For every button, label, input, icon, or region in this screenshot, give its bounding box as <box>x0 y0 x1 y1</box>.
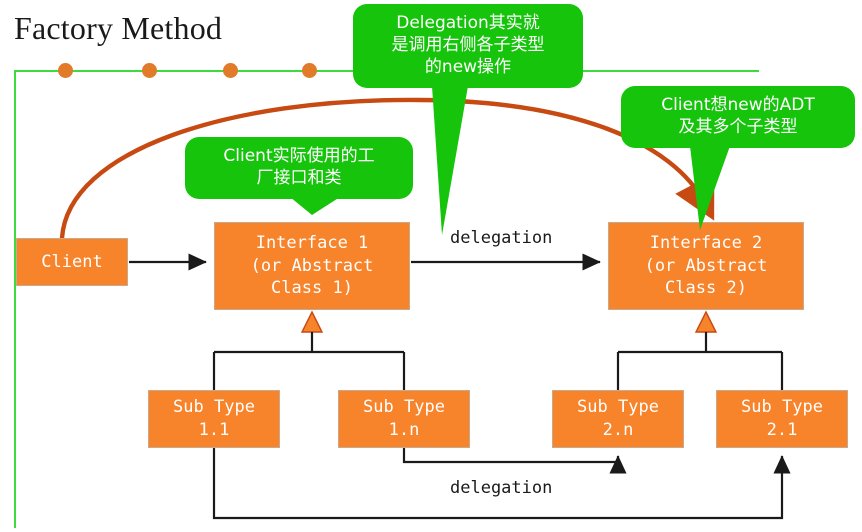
tail-delegation-new <box>432 86 468 235</box>
bullet-dot-3 <box>223 63 238 78</box>
node-sub-type-2-n[interactable]: Sub Type 2.n <box>552 390 684 448</box>
callout-delegation-new[interactable]: Delegation其实就 是调用右侧各子类型 的new操作 <box>353 4 583 88</box>
callout-client-adt-line-1: Client想new的ADT <box>661 95 815 116</box>
node-interface-1-line-3: Class 1) <box>271 278 353 299</box>
node-sub-type-2-n-line-2: 2.n <box>602 420 634 440</box>
node-sub-type-1-n[interactable]: Sub Type 1.n <box>338 390 470 448</box>
edge-subtype1n-to-subtype2n <box>402 448 627 474</box>
callout-client-adt[interactable]: Client想new的ADT 及其多个子类型 <box>621 86 855 148</box>
green-left-border <box>14 70 16 528</box>
callout-delegation-new-line-3: 的new操作 <box>424 56 512 77</box>
node-client[interactable]: Client <box>16 238 128 286</box>
node-sub-type-1-n-line-2: 1.n <box>388 420 420 440</box>
callout-client-adt-line-2: 及其多个子类型 <box>678 117 798 137</box>
edge-label-delegation-bottom: delegation <box>450 478 553 498</box>
node-sub-type-2-1[interactable]: Sub Type 2.1 <box>716 390 848 448</box>
node-interface-1-line-1: Interface 1 <box>255 233 369 254</box>
bullet-dot-1 <box>58 63 73 78</box>
callout-delegation-new-line-2: 是调用右侧各子类型 <box>391 35 545 56</box>
node-sub-type-1-1[interactable]: Sub Type 1.1 <box>148 390 280 448</box>
generalization-interface2 <box>616 310 784 390</box>
callout-client-factory-line-1: Client实际使用的工 <box>223 146 375 167</box>
node-sub-type-2-1-line-2: 2.1 <box>766 420 798 440</box>
node-interface-2-line-2: (or Abstract <box>644 255 768 276</box>
tail-client-adt <box>690 146 730 230</box>
node-interface-2-line-3: Class 2) <box>665 278 747 299</box>
generalization-interface1 <box>212 310 406 390</box>
callout-client-factory[interactable]: Client实际使用的工 厂接口和类 <box>185 137 413 199</box>
node-sub-type-1-n-line-1: Sub Type <box>363 397 445 418</box>
callout-delegation-new-line-1: Delegation其实就 <box>396 13 540 34</box>
edge-label-delegation-top: delegation <box>450 228 553 248</box>
node-sub-type-2-1-line-1: Sub Type <box>741 397 823 418</box>
node-client-line-1: Client <box>41 251 103 272</box>
bullet-dot-2 <box>142 63 157 78</box>
bullet-dot-4 <box>302 63 317 78</box>
callout-client-factory-line-2: 厂接口和类 <box>256 168 342 188</box>
node-sub-type-2-n-line-1: Sub Type <box>577 397 659 418</box>
node-sub-type-1-1-line-2: 1.1 <box>198 420 230 440</box>
tail-client-factory <box>290 197 340 215</box>
node-interface-1-line-2: (or Abstract <box>250 255 374 276</box>
node-interface-2[interactable]: Interface 2 (or Abstract Class 2) <box>608 222 804 310</box>
node-interface-1[interactable]: Interface 1 (or Abstract Class 1) <box>214 222 410 310</box>
node-sub-type-1-1-line-1: Sub Type <box>173 397 255 418</box>
page-title: Factory Method <box>14 10 223 46</box>
node-interface-2-line-1: Interface 2 <box>649 233 763 254</box>
